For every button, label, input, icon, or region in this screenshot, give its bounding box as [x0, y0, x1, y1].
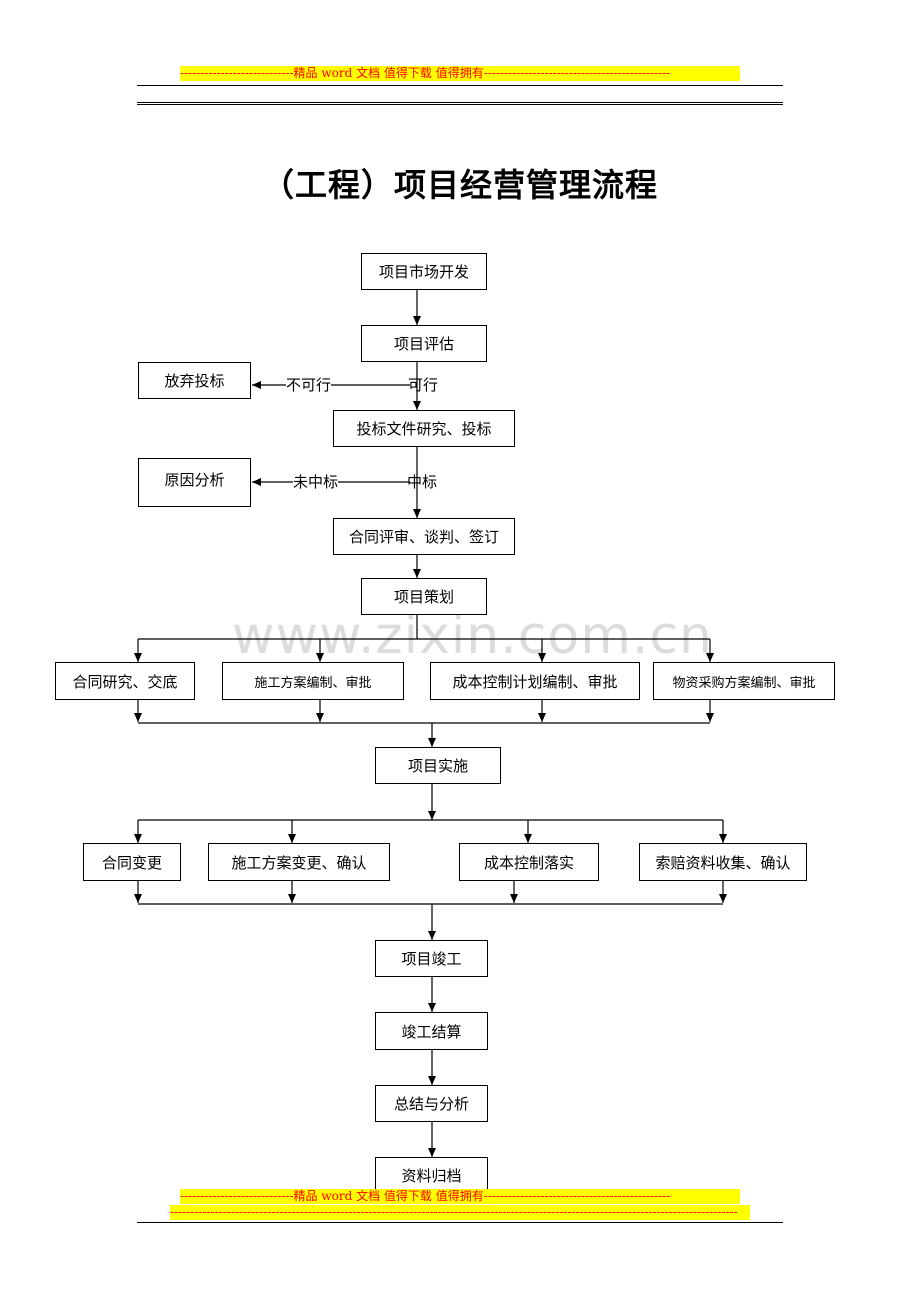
node-market-development: 项目市场开发 [361, 253, 487, 290]
header-rule-top [137, 85, 783, 86]
node-contract-study: 合同研究、交底 [55, 662, 195, 700]
header-banner: ----------------------------精品 word 文档 值… [180, 66, 740, 81]
node-construction-plan: 施工方案编制、审批 [222, 662, 404, 700]
header-rule-bottom [137, 102, 783, 105]
label-not-feasible: 不可行 [286, 376, 332, 394]
footer-dashes: ----------------------------------------… [170, 1205, 750, 1220]
node-project-implementation: 项目实施 [375, 747, 501, 784]
node-project-planning: 项目策划 [361, 578, 487, 615]
node-claims-collection: 索赔资料收集、确认 [639, 843, 807, 881]
footer-rule [137, 1222, 783, 1223]
node-construction-change: 施工方案变更、确认 [208, 843, 390, 881]
footer-banner: ----------------------------精品 word 文档 值… [180, 1189, 740, 1204]
label-win: 中标 [407, 473, 438, 491]
node-project-assessment: 项目评估 [361, 325, 487, 362]
node-procurement-plan: 物资采购方案编制、审批 [653, 662, 835, 700]
node-contract-change: 合同变更 [83, 843, 181, 881]
watermark: www.zixin.com.cn [232, 606, 713, 666]
node-cost-control-execution: 成本控制落实 [459, 843, 599, 881]
node-archiving: 资料归档 [375, 1157, 488, 1194]
node-cost-control-plan: 成本控制计划编制、审批 [430, 662, 640, 700]
page-title: （工程）项目经营管理流程 [261, 166, 658, 204]
node-final-settlement: 竣工结算 [375, 1012, 488, 1050]
label-feasible: 可行 [408, 376, 439, 394]
node-give-up-bid: 放弃投标 [138, 362, 251, 399]
node-summary-analysis: 总结与分析 [375, 1085, 488, 1122]
node-project-completion: 项目竣工 [375, 940, 488, 977]
node-bid-documents: 投标文件研究、投标 [333, 410, 515, 447]
node-contract-review: 合同评审、谈判、签订 [333, 518, 515, 555]
node-cause-analysis: 原因分析 [138, 458, 251, 507]
label-not-win: 未中标 [293, 473, 339, 491]
